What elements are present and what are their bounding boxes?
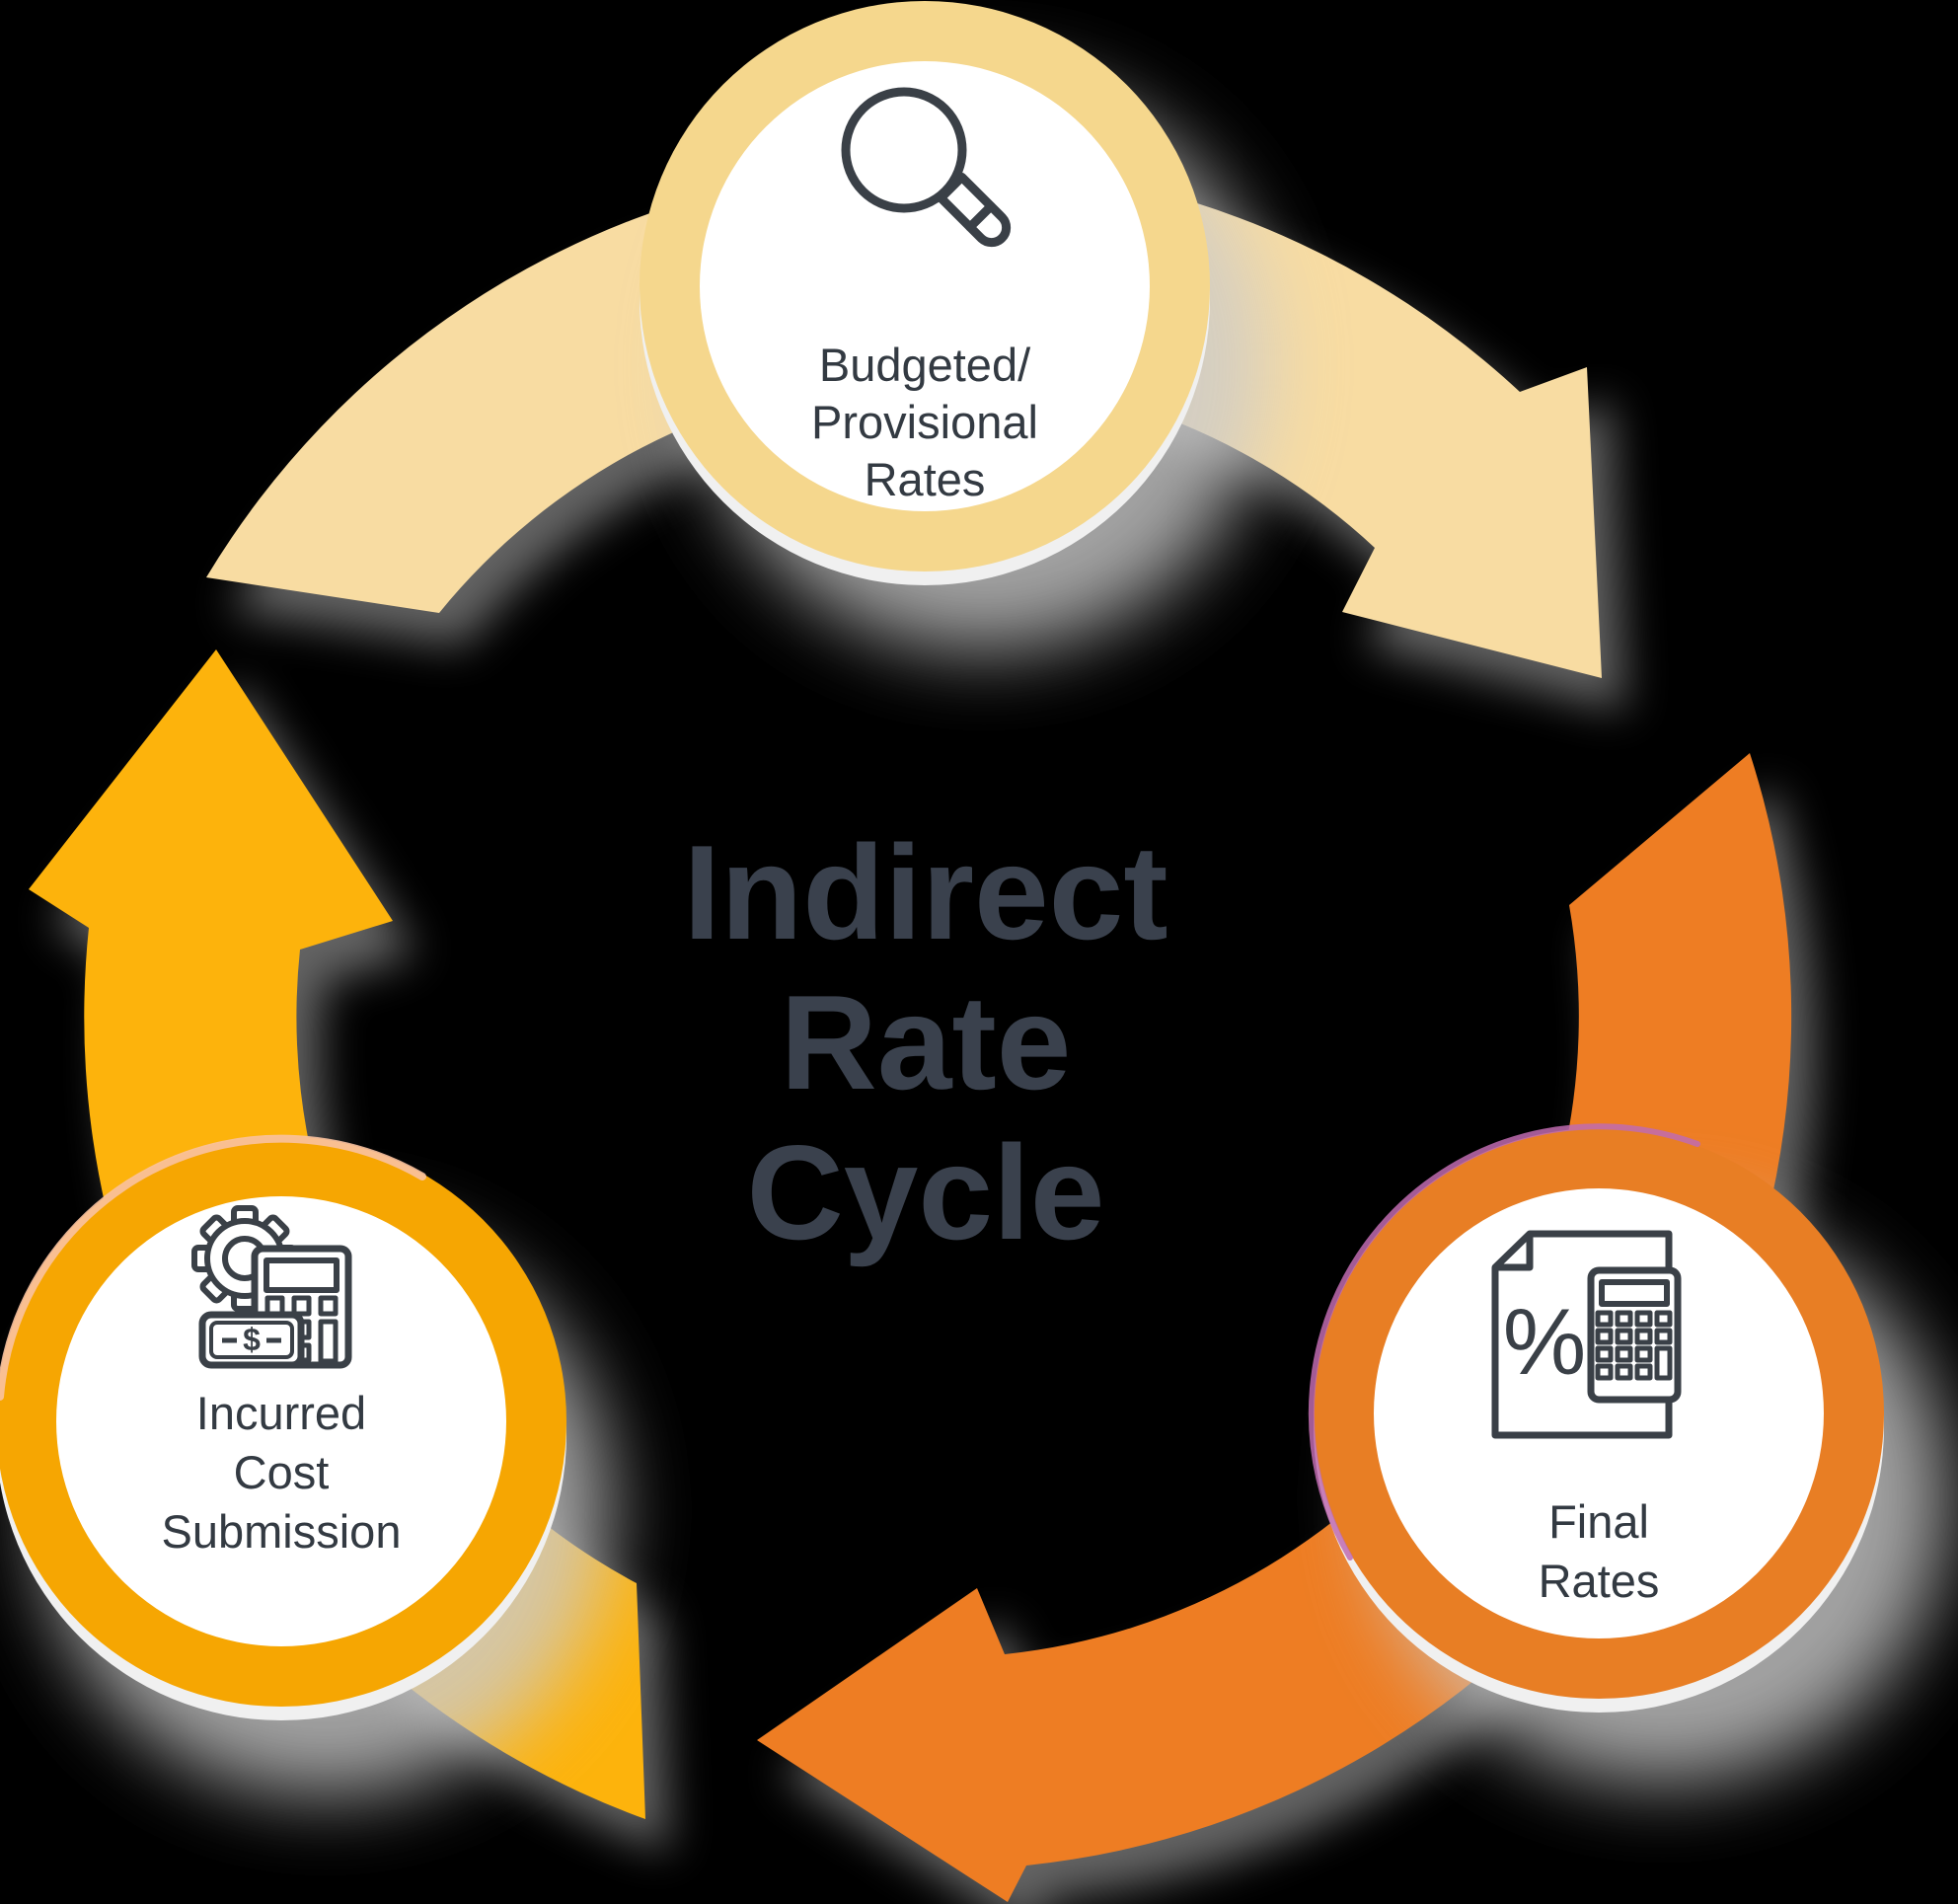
magnifier-glass: [841, 87, 967, 213]
node-budgeted-provisional-rates: [640, 1, 1269, 650]
node-ring-highlight: [0, 1134, 426, 1401]
calculator-display: [264, 1257, 339, 1293]
title-line-2: Rate: [780, 967, 1072, 1117]
calculator-display: [1599, 1279, 1670, 1307]
calculator-keys: [1595, 1310, 1673, 1381]
banknote: $: [198, 1311, 305, 1369]
banknote-body: [198, 1311, 305, 1369]
magnifier-handle-band: [965, 201, 996, 232]
node-face: [56, 1196, 506, 1646]
node-ring-purple-edge: [1308, 1123, 1700, 1561]
banknote-inner-border: [209, 1321, 294, 1359]
label-incurred-cost-submission: Incurred Cost Submission: [161, 1387, 402, 1558]
title-line-3: Cycle: [746, 1117, 1105, 1267]
node-face: [700, 61, 1150, 511]
dollar-glyph: $: [243, 1322, 261, 1357]
label-budgeted-provisional-rates: Budgeted/ Provisional Rates: [811, 339, 1038, 505]
percent-glyph: %: [1503, 1290, 1586, 1395]
calculator-tall-key: [1654, 1345, 1673, 1381]
diagram-title: Indirect Rate Cycle: [531, 817, 1320, 1267]
calculator-tall-key: [318, 1319, 339, 1364]
percent-document-calculator-icon: %: [1491, 1230, 1682, 1439]
gear-calculator-banknote-icon: $: [191, 1205, 352, 1369]
magnifier-icon: [841, 87, 1012, 248]
label-final-rates: Final Rates: [1538, 1495, 1660, 1607]
magnifier-handle: [936, 172, 1012, 248]
title-line-1: Indirect: [683, 817, 1168, 967]
document-fold: [1495, 1234, 1534, 1271]
node-incurred-cost-submission: [0, 1134, 611, 1795]
